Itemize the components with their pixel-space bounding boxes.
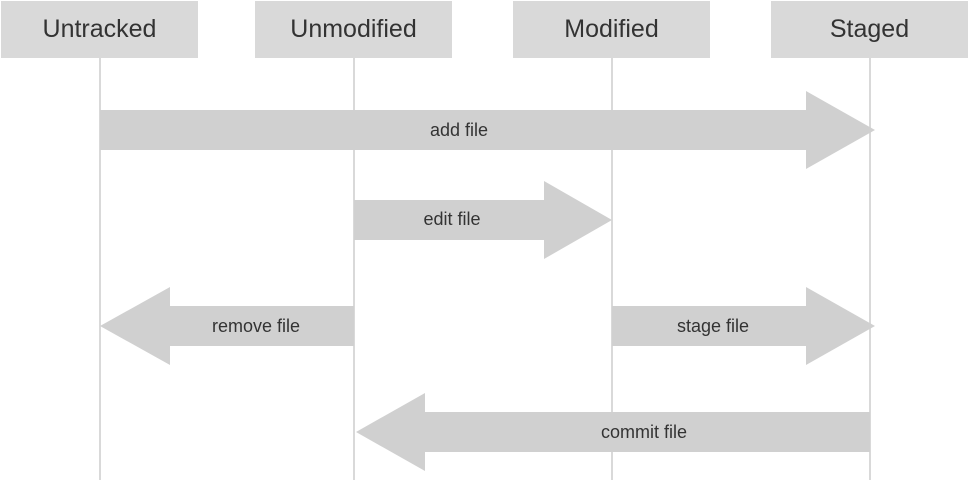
arrow-commit-file-shape — [356, 393, 870, 471]
arrow-stage-file-shape — [612, 287, 875, 365]
arrow-stage-file-label: stage file — [677, 316, 749, 336]
arrow-remove-file-label: remove file — [212, 316, 300, 336]
state-box-untracked: Untracked — [1, 1, 198, 58]
state-box-staged: Staged — [771, 1, 968, 58]
arrow-edit-file-label: edit file — [423, 209, 480, 229]
arrow-add-file-label: add file — [430, 120, 488, 140]
arrow-add-file-shape — [100, 91, 875, 169]
arrow-commit-file: commit file — [356, 393, 870, 471]
arrow-edit-file: edit file — [354, 181, 612, 259]
arrow-remove-file: remove file — [100, 287, 354, 365]
arrow-remove-file-shape — [100, 287, 354, 365]
state-box-modified: Modified — [513, 1, 710, 58]
state-box-unmodified: Unmodified — [255, 1, 452, 58]
arrow-commit-file-label: commit file — [601, 422, 687, 442]
arrow-edit-file-shape — [354, 181, 612, 259]
arrow-add-file: add file — [100, 91, 875, 169]
arrow-stage-file: stage file — [612, 287, 875, 365]
